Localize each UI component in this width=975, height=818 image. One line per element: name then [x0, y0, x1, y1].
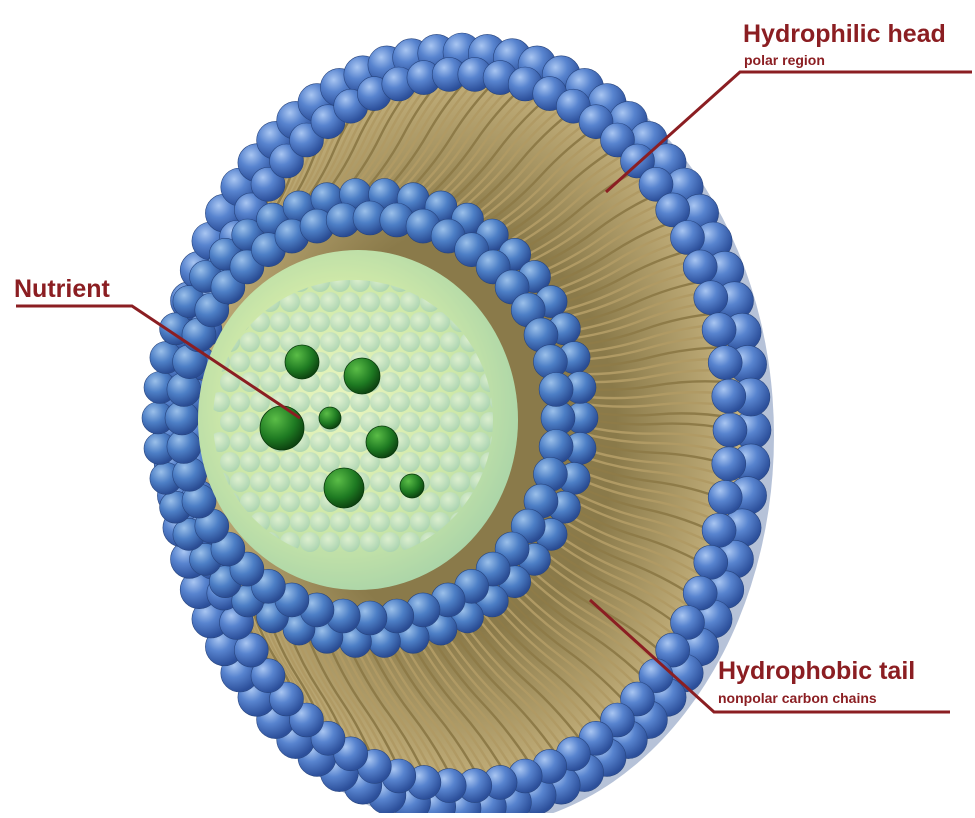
outer-head-sphere	[712, 447, 746, 481]
core-glow	[198, 250, 518, 590]
outer-head-sphere	[702, 513, 736, 547]
outer-head-sphere	[694, 281, 728, 315]
nutrient-particle	[400, 474, 424, 498]
outer-head-sphere	[702, 313, 736, 347]
inner-head-sphere	[539, 373, 573, 407]
nutrient-title: Nutrient	[14, 275, 110, 304]
hydrophobic-tail-title: Hydrophobic tail	[718, 657, 915, 686]
outer-head-sphere	[683, 576, 717, 610]
hydrophilic-head-title: Hydrophilic head	[743, 20, 946, 49]
outer-head-sphere	[683, 250, 717, 284]
outer-head-sphere	[712, 379, 746, 413]
hydrophilic-head-subtitle: polar region	[744, 52, 825, 68]
outer-head-sphere	[713, 413, 747, 447]
nutrient-particle	[319, 407, 341, 429]
outer-head-sphere	[694, 545, 728, 579]
nutrient-particle	[366, 426, 398, 458]
outer-head-sphere	[708, 346, 742, 380]
nutrient-particle	[260, 406, 304, 450]
nutrient-particle	[344, 358, 380, 394]
hydrophobic-tail-subtitle: nonpolar carbon chains	[718, 690, 877, 706]
outer-head-sphere	[671, 221, 705, 255]
nutrient-particle	[285, 345, 319, 379]
nutrient-particle	[324, 468, 364, 508]
outer-head-sphere	[708, 480, 742, 514]
